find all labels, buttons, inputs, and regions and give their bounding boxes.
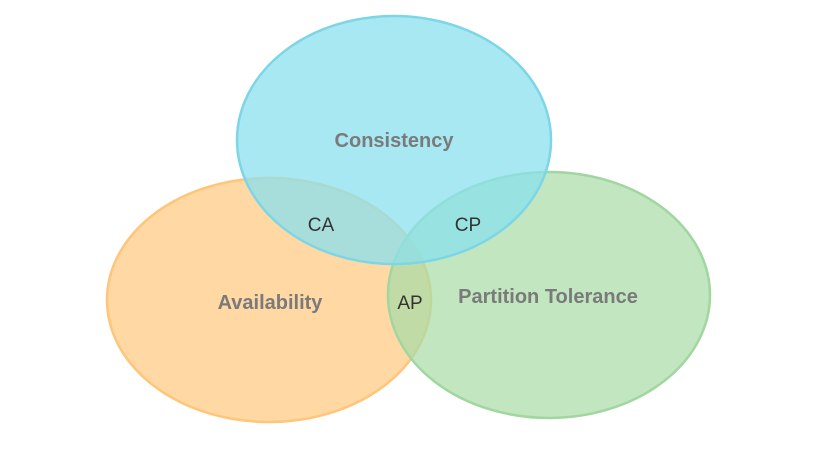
partition-tolerance-label: Partition Tolerance <box>458 286 638 308</box>
consistency-label: Consistency <box>335 130 455 152</box>
overlap-label-cp: CP <box>455 215 481 236</box>
overlap-label-ap: AP <box>397 293 422 314</box>
consistency-set <box>235 14 553 266</box>
overlap-label-ca: CA <box>308 215 335 236</box>
availability-label: Availability <box>218 292 324 314</box>
